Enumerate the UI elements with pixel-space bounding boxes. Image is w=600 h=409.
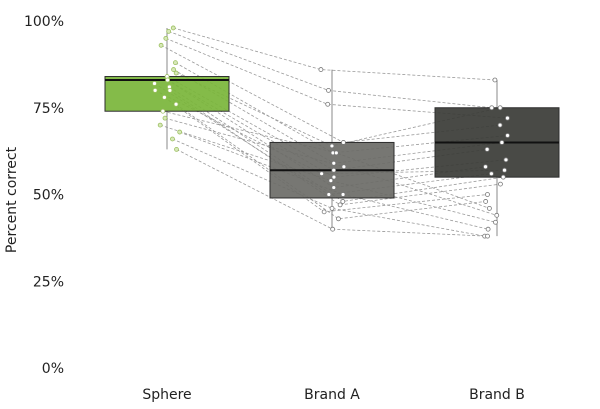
subject-connector-line [172,138,485,237]
subject-point [331,185,337,190]
subject-point [325,101,331,107]
subject-point [152,81,157,86]
subject-point [333,150,339,156]
x-category-label: Brand A [304,387,360,403]
subject-point [321,209,327,215]
y-tick-label: 100% [24,14,64,30]
subject-point [494,212,500,218]
subject-point [485,233,490,239]
subject-point [340,199,346,204]
subject-point [177,129,183,135]
box-1 [269,69,395,230]
subject-point [331,167,337,173]
subject-point [173,60,178,66]
subject-point [492,77,498,83]
subject-point [165,77,170,83]
subject-points [152,25,510,239]
subject-point [318,67,324,72]
subject-point [328,178,334,184]
subject-point [497,105,503,111]
subject-point [503,157,509,163]
subject-point [489,171,494,177]
y-tick-label: 0% [42,361,64,377]
x-category-label: Sphere [142,387,191,403]
subject-point [152,88,158,93]
subject-point [163,35,169,41]
subject-point [171,67,176,72]
subject-point [331,160,337,166]
subject-point [158,42,164,48]
subject-point [483,164,488,170]
subject-point [329,143,335,149]
subject-connector-line [175,103,486,220]
subject-point [487,205,492,211]
subject-point [170,136,175,142]
y-axis-title: Percent correct [4,146,20,253]
subject-point [500,174,506,180]
subject-point [326,88,331,93]
subject-point [331,174,337,180]
subject-point [167,88,173,93]
box-2 [434,79,560,237]
subject-point [173,101,179,107]
subject-point [484,146,490,152]
x-category-label: Brand B [469,387,525,403]
subject-point [499,140,505,145]
subject-point [173,70,179,76]
subject-point [497,122,503,128]
subject-point [326,192,332,197]
subject-point [330,226,336,232]
subject-connector-line [162,110,490,209]
box-series [104,27,560,237]
subject-point [489,105,495,111]
subject-point [329,205,335,211]
subject-point [319,171,325,177]
subject-point [341,164,347,170]
subject-point [493,219,498,225]
subject-point [162,115,168,121]
subject-point [174,146,179,152]
x-axis-category-labels: Sphere Brand A Brand B [142,387,525,403]
subject-point [505,133,510,138]
y-tick-label: 75% [33,101,64,117]
subject-point [498,181,503,187]
subject-point [157,122,163,128]
subject-point [337,202,343,208]
subject-connector-line [160,124,496,223]
subject-point [160,108,166,114]
y-tick-label: 25% [33,274,64,290]
y-axis-ticks: 0% 25% 50% 75% 100% [24,14,64,377]
subject-point [166,29,172,34]
subject-point [483,199,489,204]
subject-point [162,94,167,100]
subject-point [485,226,491,232]
subject-connector-line [173,27,495,81]
subject-point [336,216,341,222]
subject-point [505,115,510,121]
subject-point [340,192,346,197]
y-tick-label: 50% [33,188,64,204]
subject-point [341,140,346,145]
box-0 [104,27,230,150]
subject-point [502,167,507,173]
subject-point [485,192,490,197]
subject-point [170,25,176,31]
